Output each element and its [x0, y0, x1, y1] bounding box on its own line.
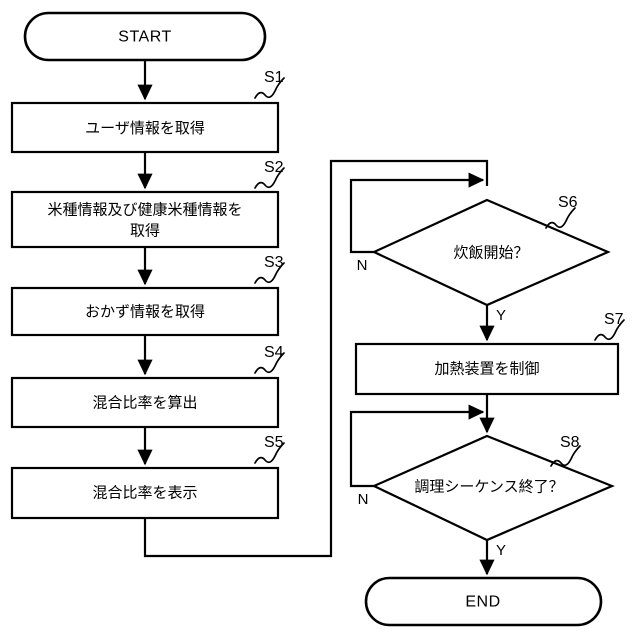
node-end[interactable]: END: [364, 576, 603, 627]
node-s5[interactable]: 混合比率を表示: [10, 466, 280, 520]
step-tag-s8: S8: [550, 434, 581, 467]
node-s1[interactable]: ユーザ情報を取得: [10, 101, 280, 154]
node-s3-label: おかず情報を取得: [85, 303, 205, 321]
step-tag-s3: S3: [254, 254, 285, 284]
step-tag-s2: S2: [254, 159, 285, 189]
branch-label-s8-no: N: [358, 491, 369, 508]
branch-label-s6-yes: Y: [496, 307, 506, 324]
node-s2[interactable]: 米種情報及び健康米種情報を 取得: [10, 190, 280, 249]
branch-label-s8-yes: Y: [496, 542, 506, 559]
step-tag-s1: S1: [254, 69, 285, 99]
step-tag-s6: S6: [545, 194, 578, 229]
step-tag-s2-label: S2: [264, 159, 284, 176]
node-s7[interactable]: 加熱装置を制御: [354, 342, 620, 396]
step-tag-s1-label: S1: [264, 69, 284, 86]
connector-s5-to-s6: [143, 159, 489, 558]
step-tag-s5-label: S5: [264, 434, 284, 451]
node-s2-label-line1: 米種情報及び健康米種情報を: [47, 201, 242, 219]
step-tag-s4-label: S4: [264, 344, 284, 361]
step-tag-s5: S5: [254, 434, 285, 464]
step-tag-s4: S4: [254, 344, 285, 374]
branch-label-s6-no: N: [357, 257, 368, 274]
step-tag-s3-label: S3: [264, 254, 284, 271]
node-s4[interactable]: 混合比率を算出: [10, 376, 280, 429]
node-s3[interactable]: おかず情報を取得: [10, 286, 280, 337]
node-start[interactable]: START: [23, 11, 267, 62]
step-tag-s7-label: S7: [604, 311, 624, 328]
node-start-label: START: [118, 29, 171, 46]
node-s8[interactable]: 調理シーケンス終了？: [371, 434, 615, 542]
node-s4-label: 混合比率を算出: [92, 394, 197, 412]
step-tag-s6-label: S6: [558, 194, 578, 211]
connector-s8-no-loop: [349, 404, 485, 488]
node-s1-label: ユーザ情報を取得: [85, 119, 205, 137]
node-s2-label-line2: 取得: [130, 222, 160, 240]
node-s8-label: 調理シーケンス終了？: [414, 478, 563, 496]
connector-s6-no-loop: [349, 172, 485, 254]
node-s6[interactable]: 炊飯開始？: [371, 198, 611, 307]
node-s5-label: 混合比率を表示: [92, 484, 197, 502]
step-tag-s8-label: S8: [560, 434, 580, 451]
node-end-label: END: [465, 594, 500, 611]
node-s7-label: 加熱装置を制御: [434, 360, 539, 378]
step-tag-s7: S7: [594, 311, 625, 341]
node-s6-label: 炊飯開始？: [453, 244, 528, 262]
